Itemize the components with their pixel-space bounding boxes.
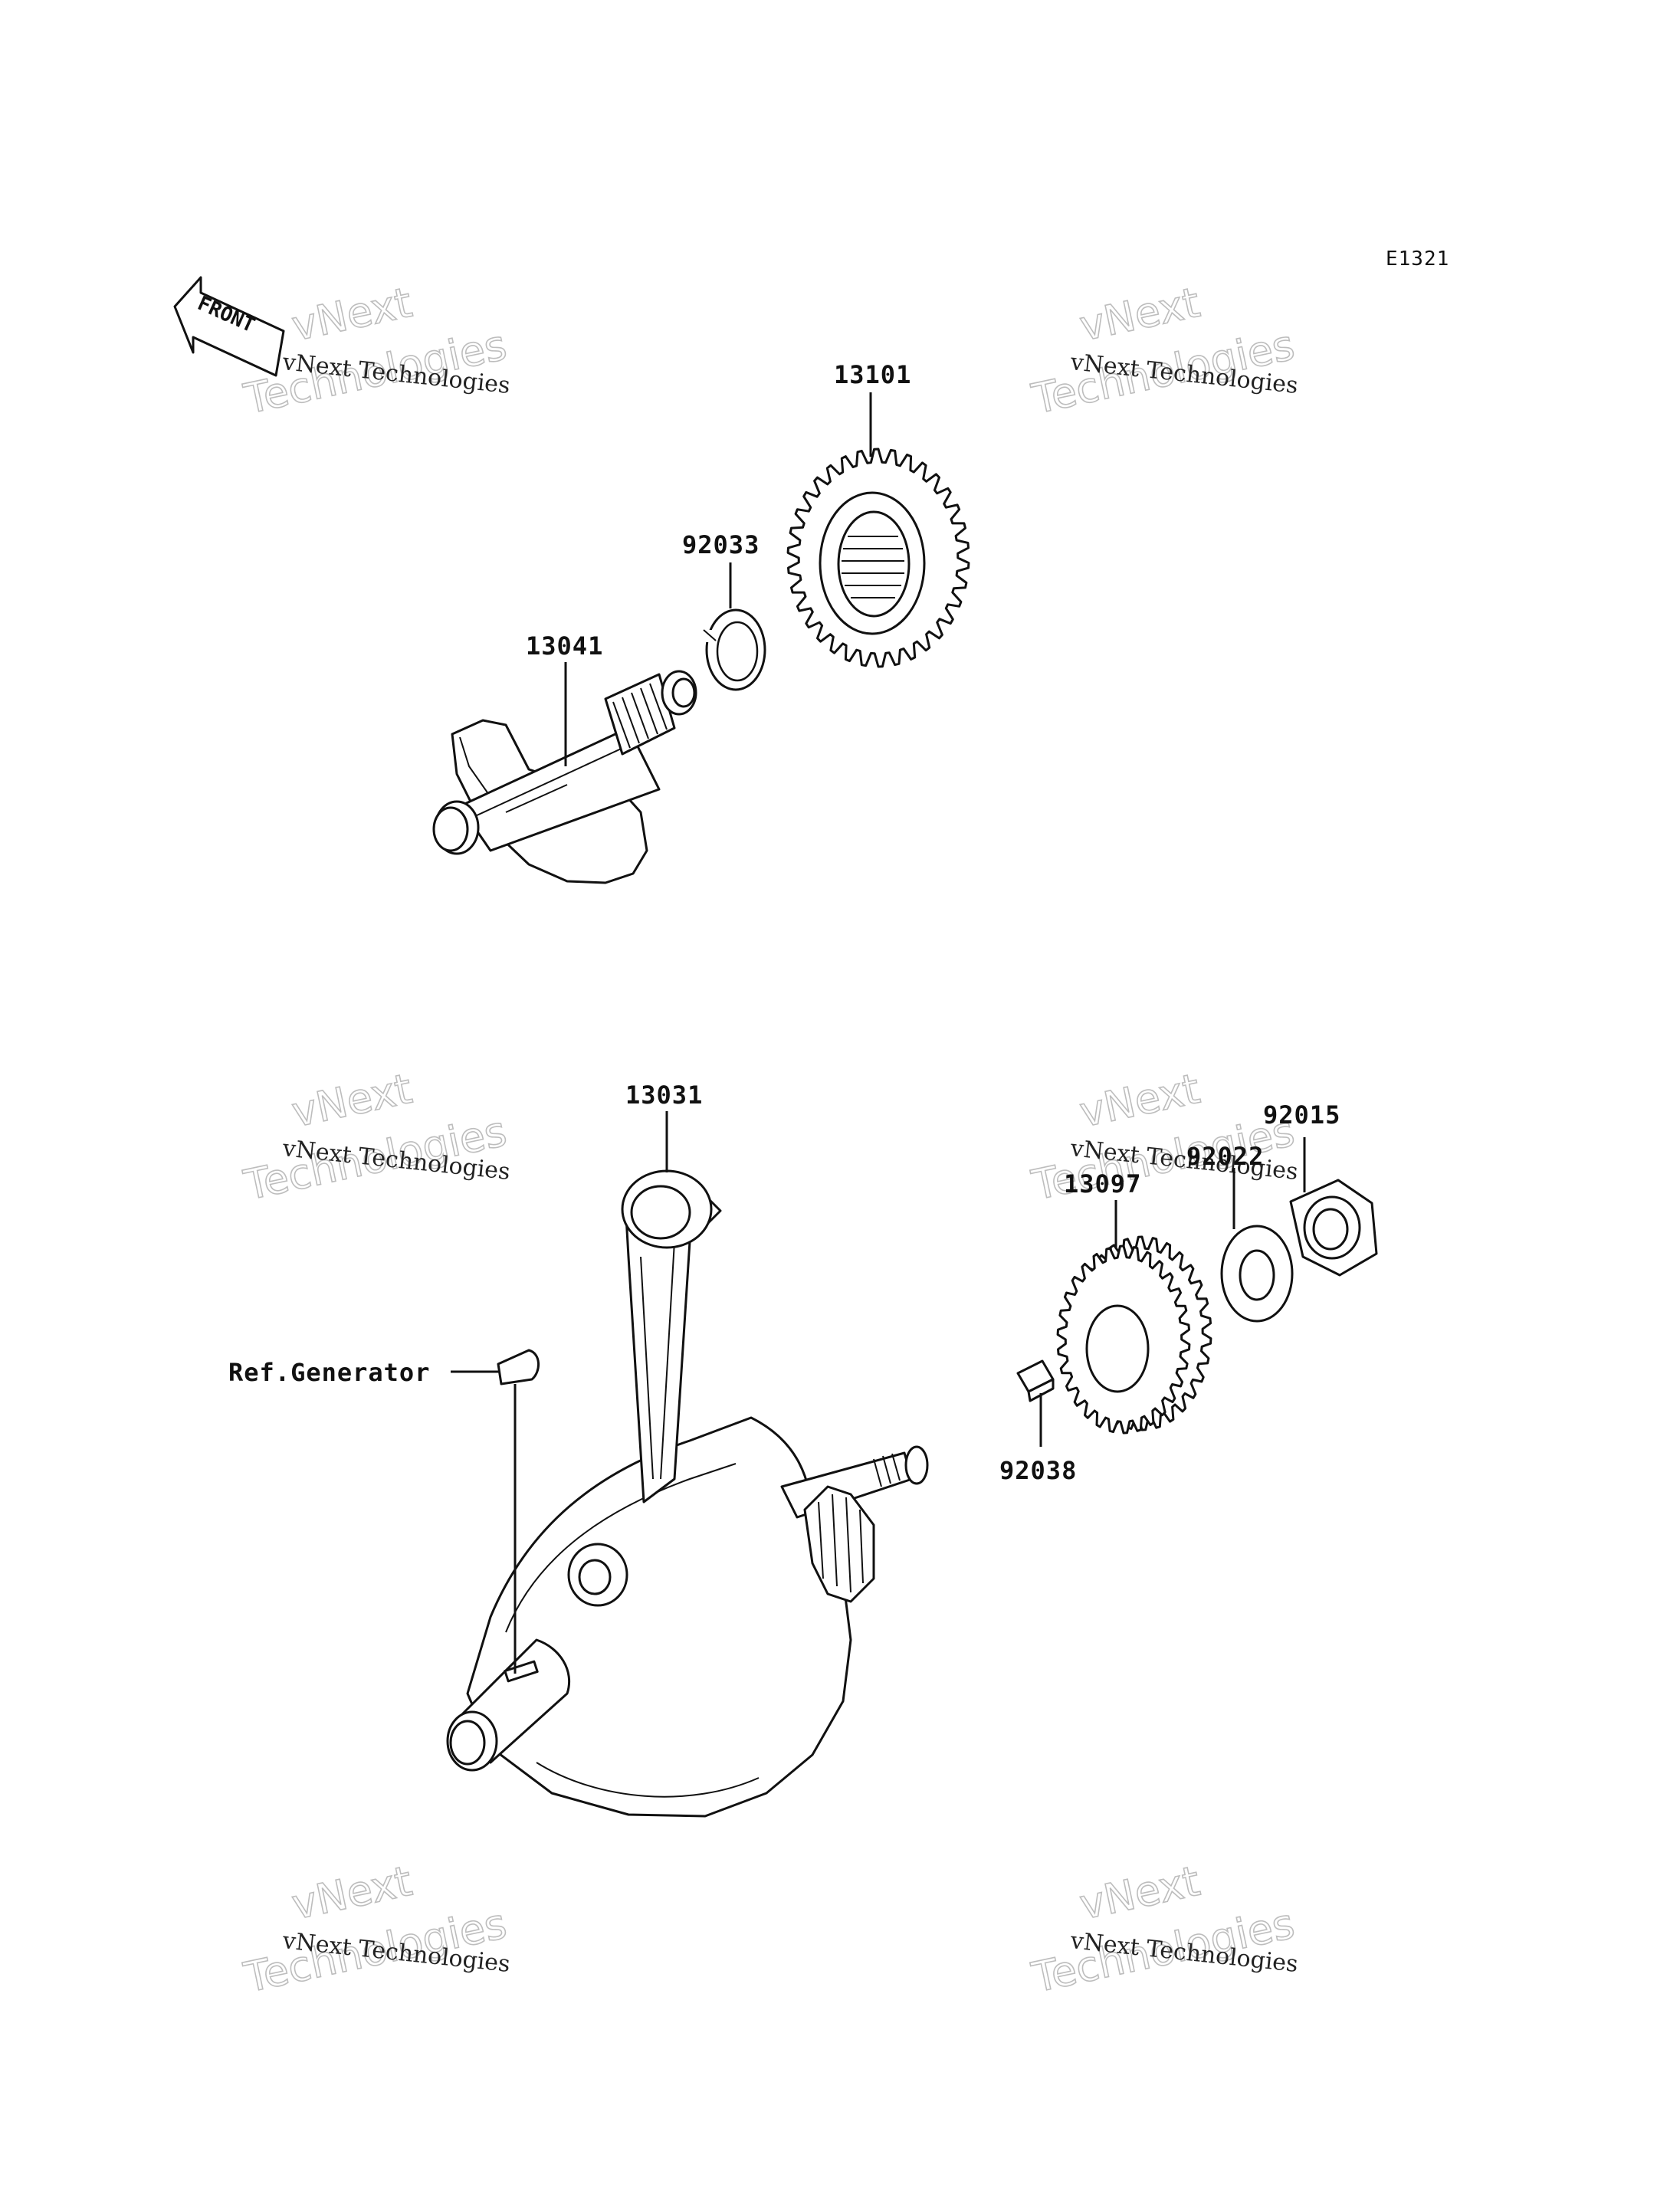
washer-92022: [1220, 1225, 1294, 1323]
callout-92022: 92022: [1186, 1142, 1264, 1171]
watermark-bottom-left: vNext Technologies: [239, 1856, 511, 2002]
woodruff-key-generator: [497, 1349, 540, 1385]
callout-92015: 92015: [1263, 1100, 1340, 1130]
callout-92033: 92033: [682, 530, 760, 559]
svg-text:vNext: vNext: [1075, 1064, 1203, 1136]
key-92038: [1016, 1359, 1055, 1402]
svg-text:vNext: vNext: [287, 1064, 415, 1136]
callout-13101: 13101: [834, 360, 911, 389]
watermark-mid-right: vNext Technologies: [1027, 1064, 1299, 1210]
callout-ref-generator: Ref.Generator: [228, 1358, 430, 1387]
svg-text:vNext: vNext: [287, 278, 415, 350]
diagram-code: E1321: [1386, 248, 1449, 271]
svg-text:vNext: vNext: [1075, 278, 1203, 350]
gear-13097: [1056, 1235, 1212, 1435]
svg-text:vNext: vNext: [287, 1857, 415, 1929]
crankshaft-13031: [446, 1169, 929, 1818]
watermark-top-right: vNext Technologies: [1027, 277, 1299, 424]
callout-13041: 13041: [526, 631, 603, 661]
svg-text:vNext: vNext: [1075, 1857, 1203, 1929]
callout-13031: 13031: [625, 1080, 703, 1110]
circlip-92033: [701, 608, 766, 691]
callout-13097: 13097: [1064, 1169, 1141, 1199]
callout-92038: 92038: [999, 1456, 1077, 1485]
watermark-bottom-right: vNext Technologies: [1027, 1856, 1299, 2002]
balancer-shaft-13041: [432, 670, 697, 884]
nut-92015: [1289, 1179, 1378, 1277]
gear-13101: [786, 448, 970, 668]
watermark-mid-left: vNext Technologies: [239, 1064, 511, 1210]
front-arrow-icon: FRONT: [173, 276, 285, 377]
